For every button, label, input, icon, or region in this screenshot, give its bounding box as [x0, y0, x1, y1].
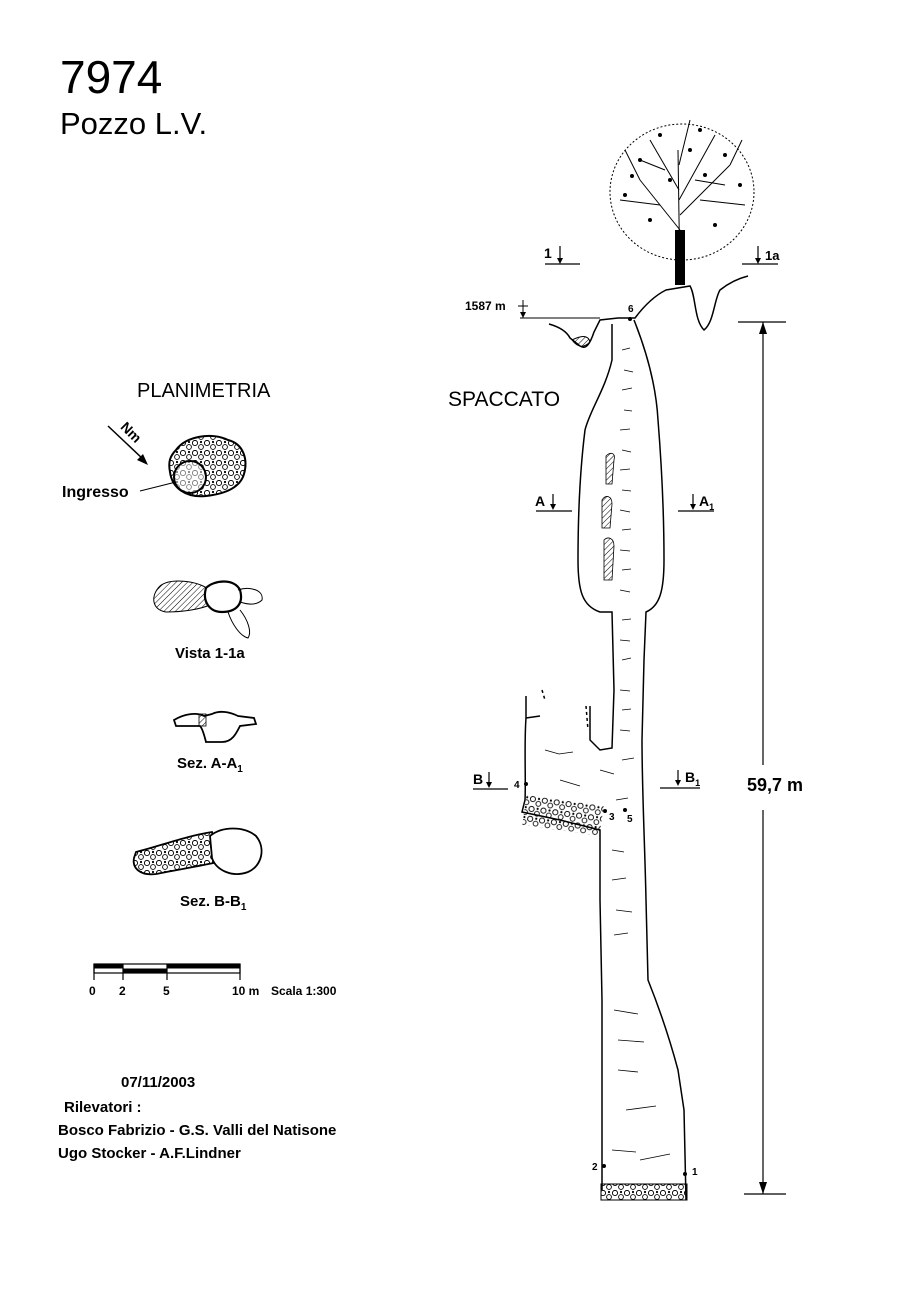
scale-tick-2: 2 [119, 984, 126, 998]
station-dot-5 [623, 808, 627, 812]
section-marker-a1: A1 [678, 493, 714, 512]
view-marker-1: 1 [544, 245, 580, 265]
station-5: 5 [627, 814, 633, 825]
north-label: Nm [118, 419, 145, 446]
section-marker-a1-text: A1 [699, 493, 714, 512]
station-2: 2 [592, 1162, 598, 1173]
view-1-1a-label: Vista 1-1a [175, 645, 245, 662]
section-b-text: Sez. B-B [180, 893, 241, 910]
plan-view-shape [139, 434, 247, 498]
depth-dimension [738, 321, 786, 1195]
survey-stations: 1 2 3 4 5 6 [514, 304, 698, 1178]
scale-bar [93, 963, 241, 980]
section-marker-a: A [535, 493, 572, 512]
wall-block-3 [603, 537, 615, 581]
altitude-label: 1587 m [465, 299, 506, 313]
station-6: 6 [628, 304, 634, 315]
tree-icon [609, 119, 755, 286]
station-dot-4 [524, 782, 528, 786]
view-1-1a-shape [153, 580, 263, 639]
section-marker-a1-letter: A [699, 493, 709, 509]
station-dot-3 [603, 809, 607, 813]
station-1: 1 [692, 1167, 698, 1178]
station-dot-6 [628, 317, 632, 321]
section-a-text: Sez. A-A [177, 755, 238, 772]
survey-date: 07/11/2003 [121, 1074, 196, 1091]
wall-texture [544, 347, 671, 1161]
scale-tick-0: 0 [89, 984, 96, 998]
section-marker-b: B [473, 771, 508, 790]
wall-block-1 [605, 452, 615, 485]
section-a-subscript: 1 [237, 764, 243, 775]
station-dot-1 [683, 1172, 687, 1176]
station-4: 4 [514, 780, 520, 791]
cave-name: Pozzo L.V. [60, 106, 208, 141]
section-marker-b-text: B [473, 771, 483, 787]
profile-title: SPACCATO [448, 388, 561, 411]
section-a-shape [172, 710, 258, 743]
cave-number: 7974 [60, 51, 163, 103]
surveyors-label: Rilevatori : [64, 1099, 142, 1116]
cave-outline [521, 319, 687, 1201]
view-marker-1a: 1a [742, 246, 780, 265]
debris-b [522, 795, 604, 836]
section-marker-b1-sub: 1 [695, 778, 700, 788]
section-a-label: Sez. A-A1 [177, 755, 243, 775]
north-arrow: Nm [107, 419, 148, 465]
altitude-marker [518, 300, 600, 319]
surveyor-2: Ugo Stocker - A.F.Lindner [58, 1145, 241, 1162]
rock-block [571, 336, 591, 347]
entrance-label: Ingresso [62, 484, 129, 501]
plan-title: PLANIMETRIA [137, 380, 271, 402]
scale-tick-5: 5 [163, 984, 170, 998]
section-marker-b1: B1 [660, 769, 700, 789]
station-dot-2 [602, 1164, 606, 1168]
depth-label: 59,7 m [747, 775, 804, 795]
section-b-subscript: 1 [240, 902, 247, 913]
view-marker-1a-text: 1a [765, 248, 780, 263]
view-marker-1-text: 1 [544, 245, 552, 261]
section-b-shape [132, 827, 263, 876]
section-marker-b1-letter: B [685, 769, 695, 785]
section-marker-a1-sub: 1 [709, 502, 714, 512]
surface-line [548, 275, 749, 348]
wall-block-2 [601, 496, 613, 529]
debris-bottom [600, 1183, 688, 1201]
section-marker-b1-text: B1 [685, 769, 700, 788]
station-3: 3 [609, 812, 615, 823]
section-marker-a-text: A [535, 493, 545, 509]
section-b-label: Sez. B-B1 [180, 893, 246, 913]
scale-tick-10: 10 m [232, 984, 260, 998]
scale-ratio: Scala 1:300 [271, 984, 337, 998]
surveyor-1: Bosco Fabrizio - G.S. Valli del Natisone [58, 1122, 337, 1139]
